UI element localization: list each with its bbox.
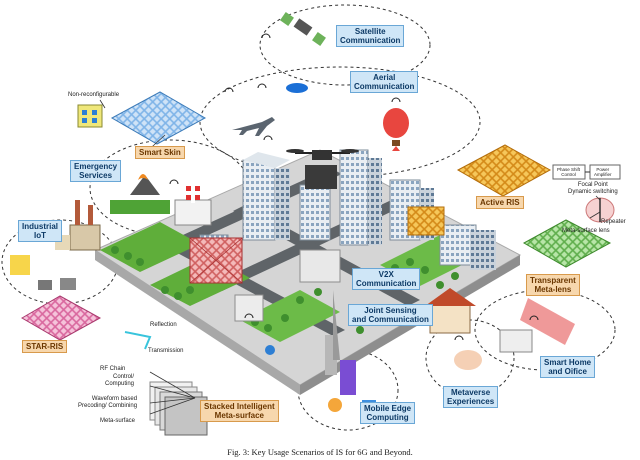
label-smart-skin: Smart Skin: [135, 146, 185, 159]
smart-home-zone: [474, 289, 616, 371]
wifi-icons: [21, 33, 539, 341]
label-meta-surface-lens: Meta-surface lens: [562, 228, 610, 234]
balloon-icon: [383, 108, 409, 138]
label-control-computing: Control/ Computing: [105, 374, 135, 387]
server-icon: [340, 360, 356, 395]
label-meta-surface: Meta-surface: [100, 418, 136, 424]
drone-icon: [286, 149, 359, 189]
label-joint-sensing: Joint Sensing and Communication: [348, 304, 433, 326]
label-phase-shift-control: Phase Shift Control: [557, 167, 581, 177]
vr-user-icon: [454, 350, 482, 370]
label-satellite-communication: Satellite Communication: [336, 25, 405, 47]
decorations: [10, 255, 575, 414]
label-smart-home: Smart Home and Oifice: [540, 356, 596, 378]
sim-stack-icon: [149, 381, 208, 436]
smart-skin-ris-icon: [110, 91, 207, 145]
label-transmission: Transmission: [148, 348, 184, 354]
airplane-icon: [232, 117, 275, 136]
delivery-truck-icon: [499, 329, 533, 353]
satellite-icon: [280, 12, 326, 46]
label-power-amplifier: Power Amplifier: [594, 167, 612, 177]
label-emergency-services: Emergency Services: [70, 160, 122, 182]
transparent-meta-lens-icon: [522, 219, 612, 268]
label-mobile-edge-computing: Mobile Edge Computing: [360, 402, 416, 424]
satellite-zone: [259, 4, 431, 86]
label-star-ris: STAR-RIS: [22, 340, 68, 353]
label-industrial-iot: Industrial IoT: [18, 220, 63, 242]
label-reflection: Reflection: [150, 322, 177, 328]
blimp-icon: [286, 83, 308, 93]
aerial-objects: [232, 12, 409, 189]
label-repeater: Repeater: [601, 219, 626, 225]
label-non-reconfigurable: Non-reconfigurable: [68, 92, 120, 98]
label-aerial-communication: Aerial Communication: [350, 71, 419, 93]
label-transparent-meta-lens: Transparent Meta-lens: [526, 274, 580, 296]
label-v2x-communication: V2X Communication: [352, 268, 421, 290]
non-reconfigurable-panel-icon: [77, 104, 103, 128]
label-rf-chain: RF Chain: [100, 366, 126, 372]
figure-caption: Fig. 3: Key Usage Scenarios of IS for 6G…: [227, 447, 413, 457]
label-active-ris: Active RIS: [476, 196, 524, 209]
label-metaverse: Metaverse Experiences: [443, 386, 499, 408]
active-ris-icon: [456, 144, 552, 197]
trees: [111, 246, 459, 334]
star-ris-icon: [21, 295, 102, 341]
label-stacked-intelligent-meta-surface: Stacked Intelligent Meta-surface: [200, 400, 279, 422]
label-focal-point: Focal Point Dynamic switching: [568, 182, 618, 195]
aerial-zone: [199, 66, 481, 178]
label-waveform-precoding: Waveform based Precoding/ Combining: [78, 396, 138, 409]
